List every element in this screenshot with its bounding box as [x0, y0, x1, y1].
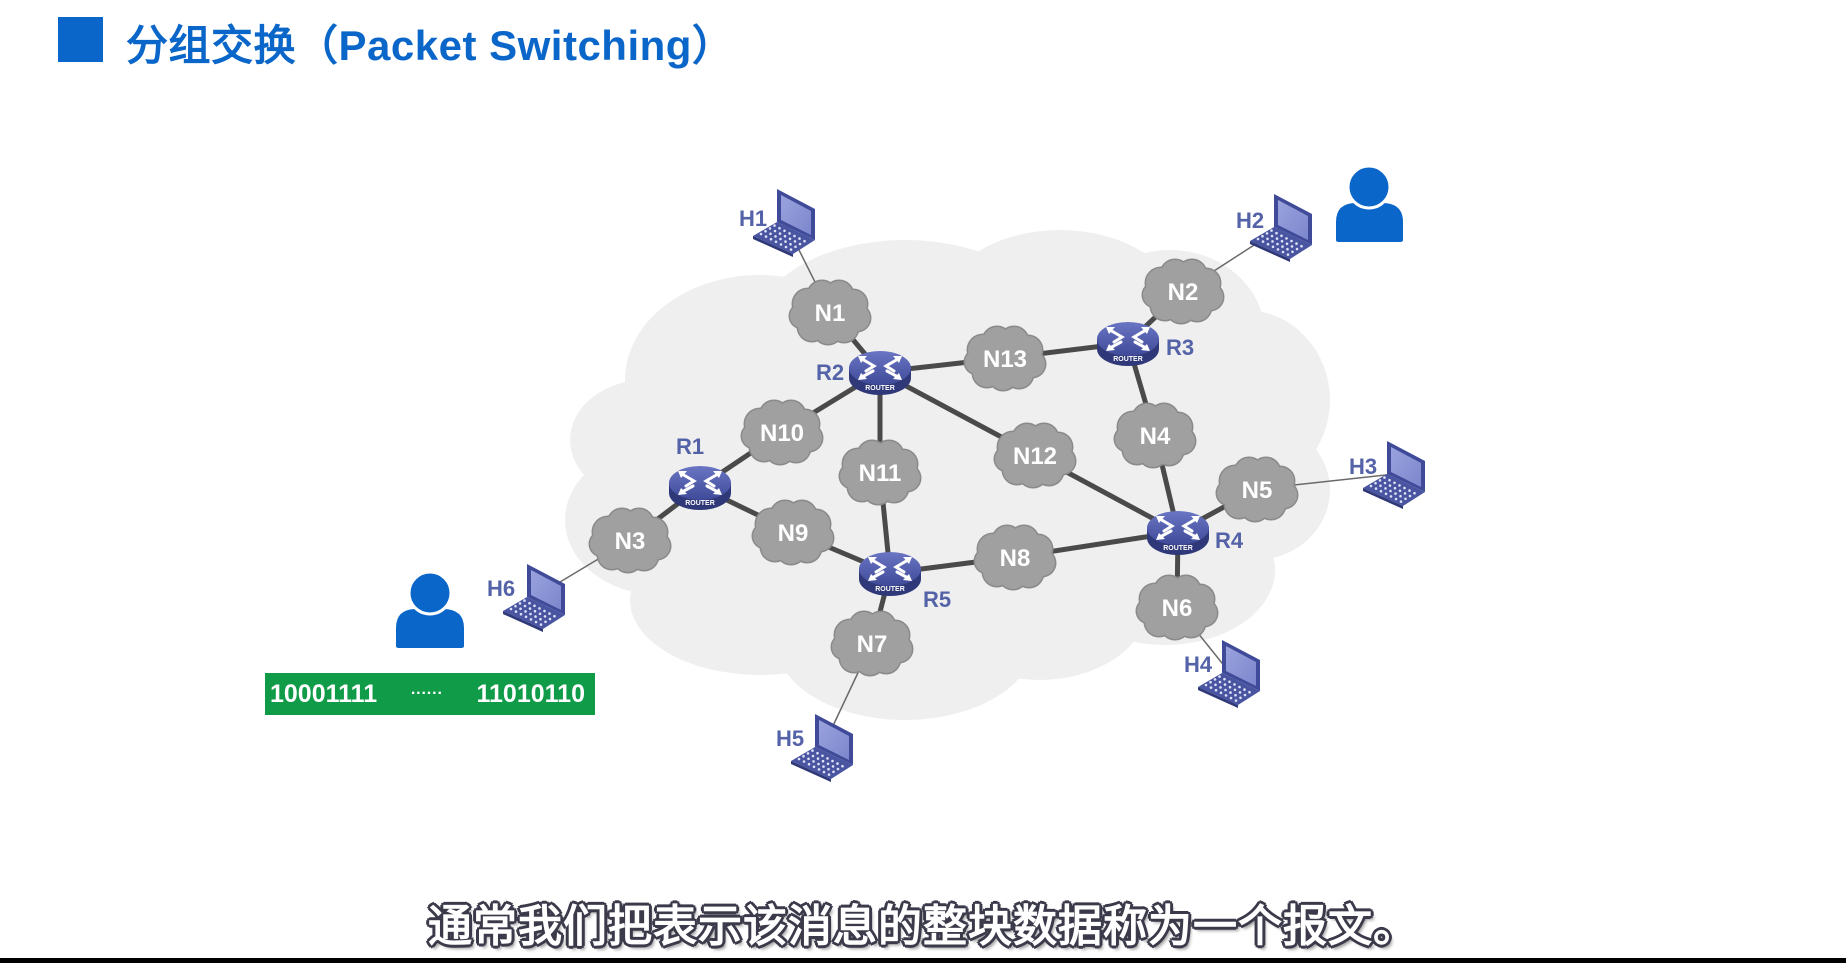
host-label: H1: [739, 206, 767, 231]
router-r2: ROUTER R2: [816, 351, 911, 395]
network-cloud-n10: N10: [740, 399, 824, 466]
router-label: R2: [816, 360, 844, 385]
router-badge-text: ROUTER: [1113, 356, 1143, 363]
network-label: N4: [1140, 423, 1171, 450]
laptop-icon: [753, 189, 815, 257]
network-cloud-n2: N2: [1141, 258, 1225, 325]
network-cloud-n4: N4: [1113, 402, 1197, 469]
network-cloud-n5: N5: [1215, 456, 1299, 523]
title-marker: [58, 17, 103, 62]
host-h4: H4: [1184, 640, 1260, 708]
host-h3: H3: [1349, 441, 1425, 509]
router-label: R5: [923, 587, 951, 612]
network-label: N13: [983, 346, 1027, 373]
laptop-icon: [1250, 194, 1312, 262]
message-bits-start: 10001111: [270, 679, 378, 708]
network-label: N12: [1013, 443, 1057, 470]
router-label: R1: [676, 434, 704, 459]
router-badge-text: ROUTER: [875, 586, 905, 593]
video-bottom-bar: [0, 958, 1846, 963]
router-r5: ROUTER R5: [859, 552, 951, 612]
user-receiver-icon: [1336, 164, 1403, 242]
user-sender-icon: [396, 570, 464, 648]
page-title: 分组交换（Packet Switching）: [126, 22, 735, 69]
message-ellipsis: ······: [410, 685, 443, 702]
network-cloud-n9: N9: [751, 499, 835, 566]
network-cloud-n7: N7: [830, 610, 914, 677]
host-h2: H2: [1236, 194, 1312, 262]
network-label: N7: [857, 631, 888, 658]
subtitle-caption: 通常我们把表示该消息的整块数据称为一个报文。: [428, 901, 1418, 952]
router-r1: ROUTER R1: [669, 434, 731, 510]
network-cloud-n11: N11: [838, 439, 922, 506]
router-r4: ROUTER R4: [1147, 511, 1244, 555]
host-label: H6: [487, 576, 515, 601]
network-label: N2: [1168, 279, 1199, 306]
host-label: H3: [1349, 454, 1377, 479]
network-cloud-n3: N3: [588, 507, 672, 574]
host-h6: H6: [487, 564, 565, 632]
laptop-icon: [791, 714, 853, 782]
network-cloud-n1: N1: [788, 279, 872, 346]
host-h1: H1: [739, 189, 815, 257]
network-label: N10: [760, 420, 804, 447]
host-label: H5: [776, 726, 804, 751]
laptop-icon: [503, 564, 565, 632]
network-label: N8: [1000, 545, 1031, 572]
router-badge-text: ROUTER: [865, 385, 895, 392]
router-badge-text: ROUTER: [685, 500, 715, 507]
network-label: N11: [859, 460, 902, 487]
laptop-icon: [1198, 640, 1260, 708]
network-label: N1: [815, 300, 846, 327]
network-cloud-n8: N8: [973, 524, 1057, 591]
message-bits-end: 11010110: [476, 679, 585, 708]
message-bitstream: 10001111 ······ 11010110: [265, 673, 595, 715]
laptop-icon: [1363, 441, 1425, 509]
network-cloud-n6: N6: [1135, 574, 1219, 641]
host-label: H2: [1236, 208, 1264, 233]
host-label: H4: [1184, 652, 1213, 677]
router-label: R3: [1166, 335, 1194, 360]
network-label: N5: [1242, 477, 1273, 504]
host-h5: H5: [776, 714, 853, 782]
router-label: R4: [1215, 528, 1244, 553]
network-label: N6: [1162, 595, 1193, 622]
network-cloud-n12: N12: [993, 422, 1077, 489]
network-cloud-n13: N13: [963, 325, 1047, 392]
router-r3: ROUTER R3: [1097, 322, 1194, 366]
network-label: N9: [778, 520, 809, 547]
network-label: N3: [615, 528, 646, 555]
router-badge-text: ROUTER: [1163, 545, 1193, 552]
